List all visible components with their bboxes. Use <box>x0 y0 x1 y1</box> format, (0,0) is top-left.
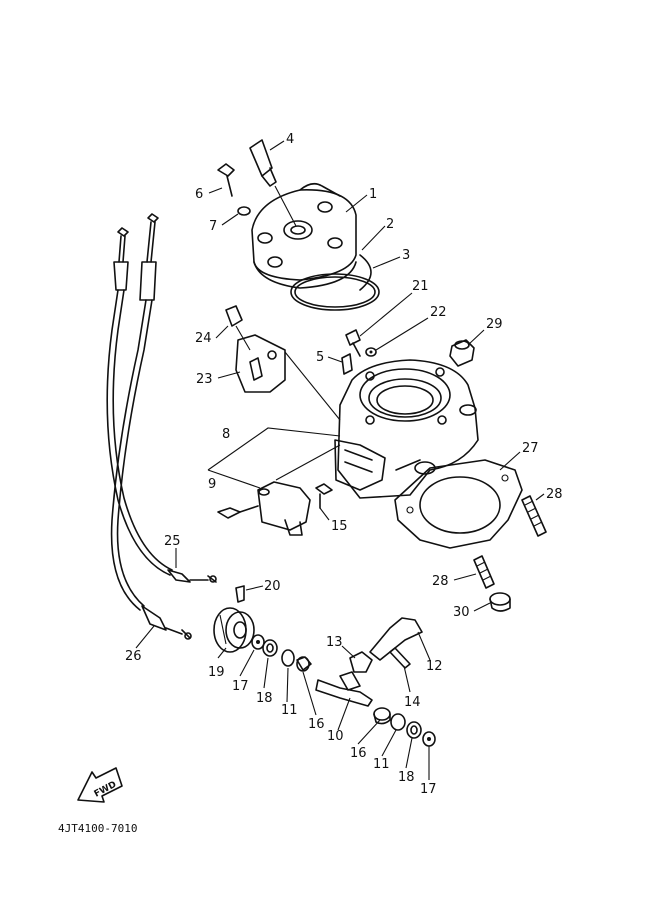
diagram-code: 4JT4100-7010 <box>58 822 137 835</box>
label-4: 4 <box>286 132 294 147</box>
cylinder <box>334 359 479 499</box>
label-21: 21 <box>412 279 429 294</box>
label-28b: 28 <box>432 574 449 589</box>
valve-actuator <box>207 427 341 536</box>
label-27: 27 <box>522 441 539 456</box>
label-25: 25 <box>164 534 181 549</box>
cylinder-head <box>251 182 357 289</box>
valve-shaft <box>251 617 436 747</box>
label-2: 2 <box>386 217 394 232</box>
label-7: 7 <box>209 219 217 234</box>
label-9: 9 <box>208 477 216 492</box>
label-14: 14 <box>404 695 421 710</box>
label-23: 23 <box>196 372 213 387</box>
base-gasket <box>394 459 523 549</box>
label-18b: 18 <box>398 770 415 785</box>
label-17b: 17 <box>420 782 437 797</box>
label-19: 19 <box>208 665 225 680</box>
small-fasteners <box>341 329 475 375</box>
throttle-cables <box>106 213 217 640</box>
label-12: 12 <box>426 659 443 674</box>
label-10: 10 <box>327 729 344 744</box>
leader-lines <box>135 140 545 780</box>
label-16b: 16 <box>350 746 367 761</box>
label-22: 22 <box>430 305 447 320</box>
label-28a: 28 <box>546 487 563 502</box>
label-15: 15 <box>331 519 348 534</box>
label-30: 30 <box>453 605 470 620</box>
label-3: 3 <box>402 248 410 263</box>
bracket <box>225 305 341 421</box>
o-rings <box>290 254 380 311</box>
label-29: 29 <box>486 317 503 332</box>
fwd-arrow: FWD <box>77 767 123 803</box>
label-6: 6 <box>195 187 203 202</box>
studs <box>473 495 547 612</box>
fwd-label: FWD <box>93 780 118 800</box>
head-bolt <box>217 163 251 216</box>
label-5: 5 <box>316 350 324 365</box>
pulley <box>213 585 255 653</box>
label-16a: 16 <box>308 717 325 732</box>
part-labels: 1 2 3 4 5 6 7 8 9 10 11 11 12 13 14 15 1… <box>125 132 563 797</box>
spark-plug <box>249 139 297 227</box>
label-8: 8 <box>222 427 230 442</box>
label-18a: 18 <box>256 691 273 706</box>
label-1: 1 <box>369 187 377 202</box>
label-24: 24 <box>195 331 212 346</box>
label-17a: 17 <box>232 679 249 694</box>
label-20: 20 <box>264 579 281 594</box>
label-26: 26 <box>125 649 142 664</box>
label-11a: 11 <box>281 703 298 718</box>
label-11b: 11 <box>373 757 390 772</box>
label-13: 13 <box>326 635 343 650</box>
